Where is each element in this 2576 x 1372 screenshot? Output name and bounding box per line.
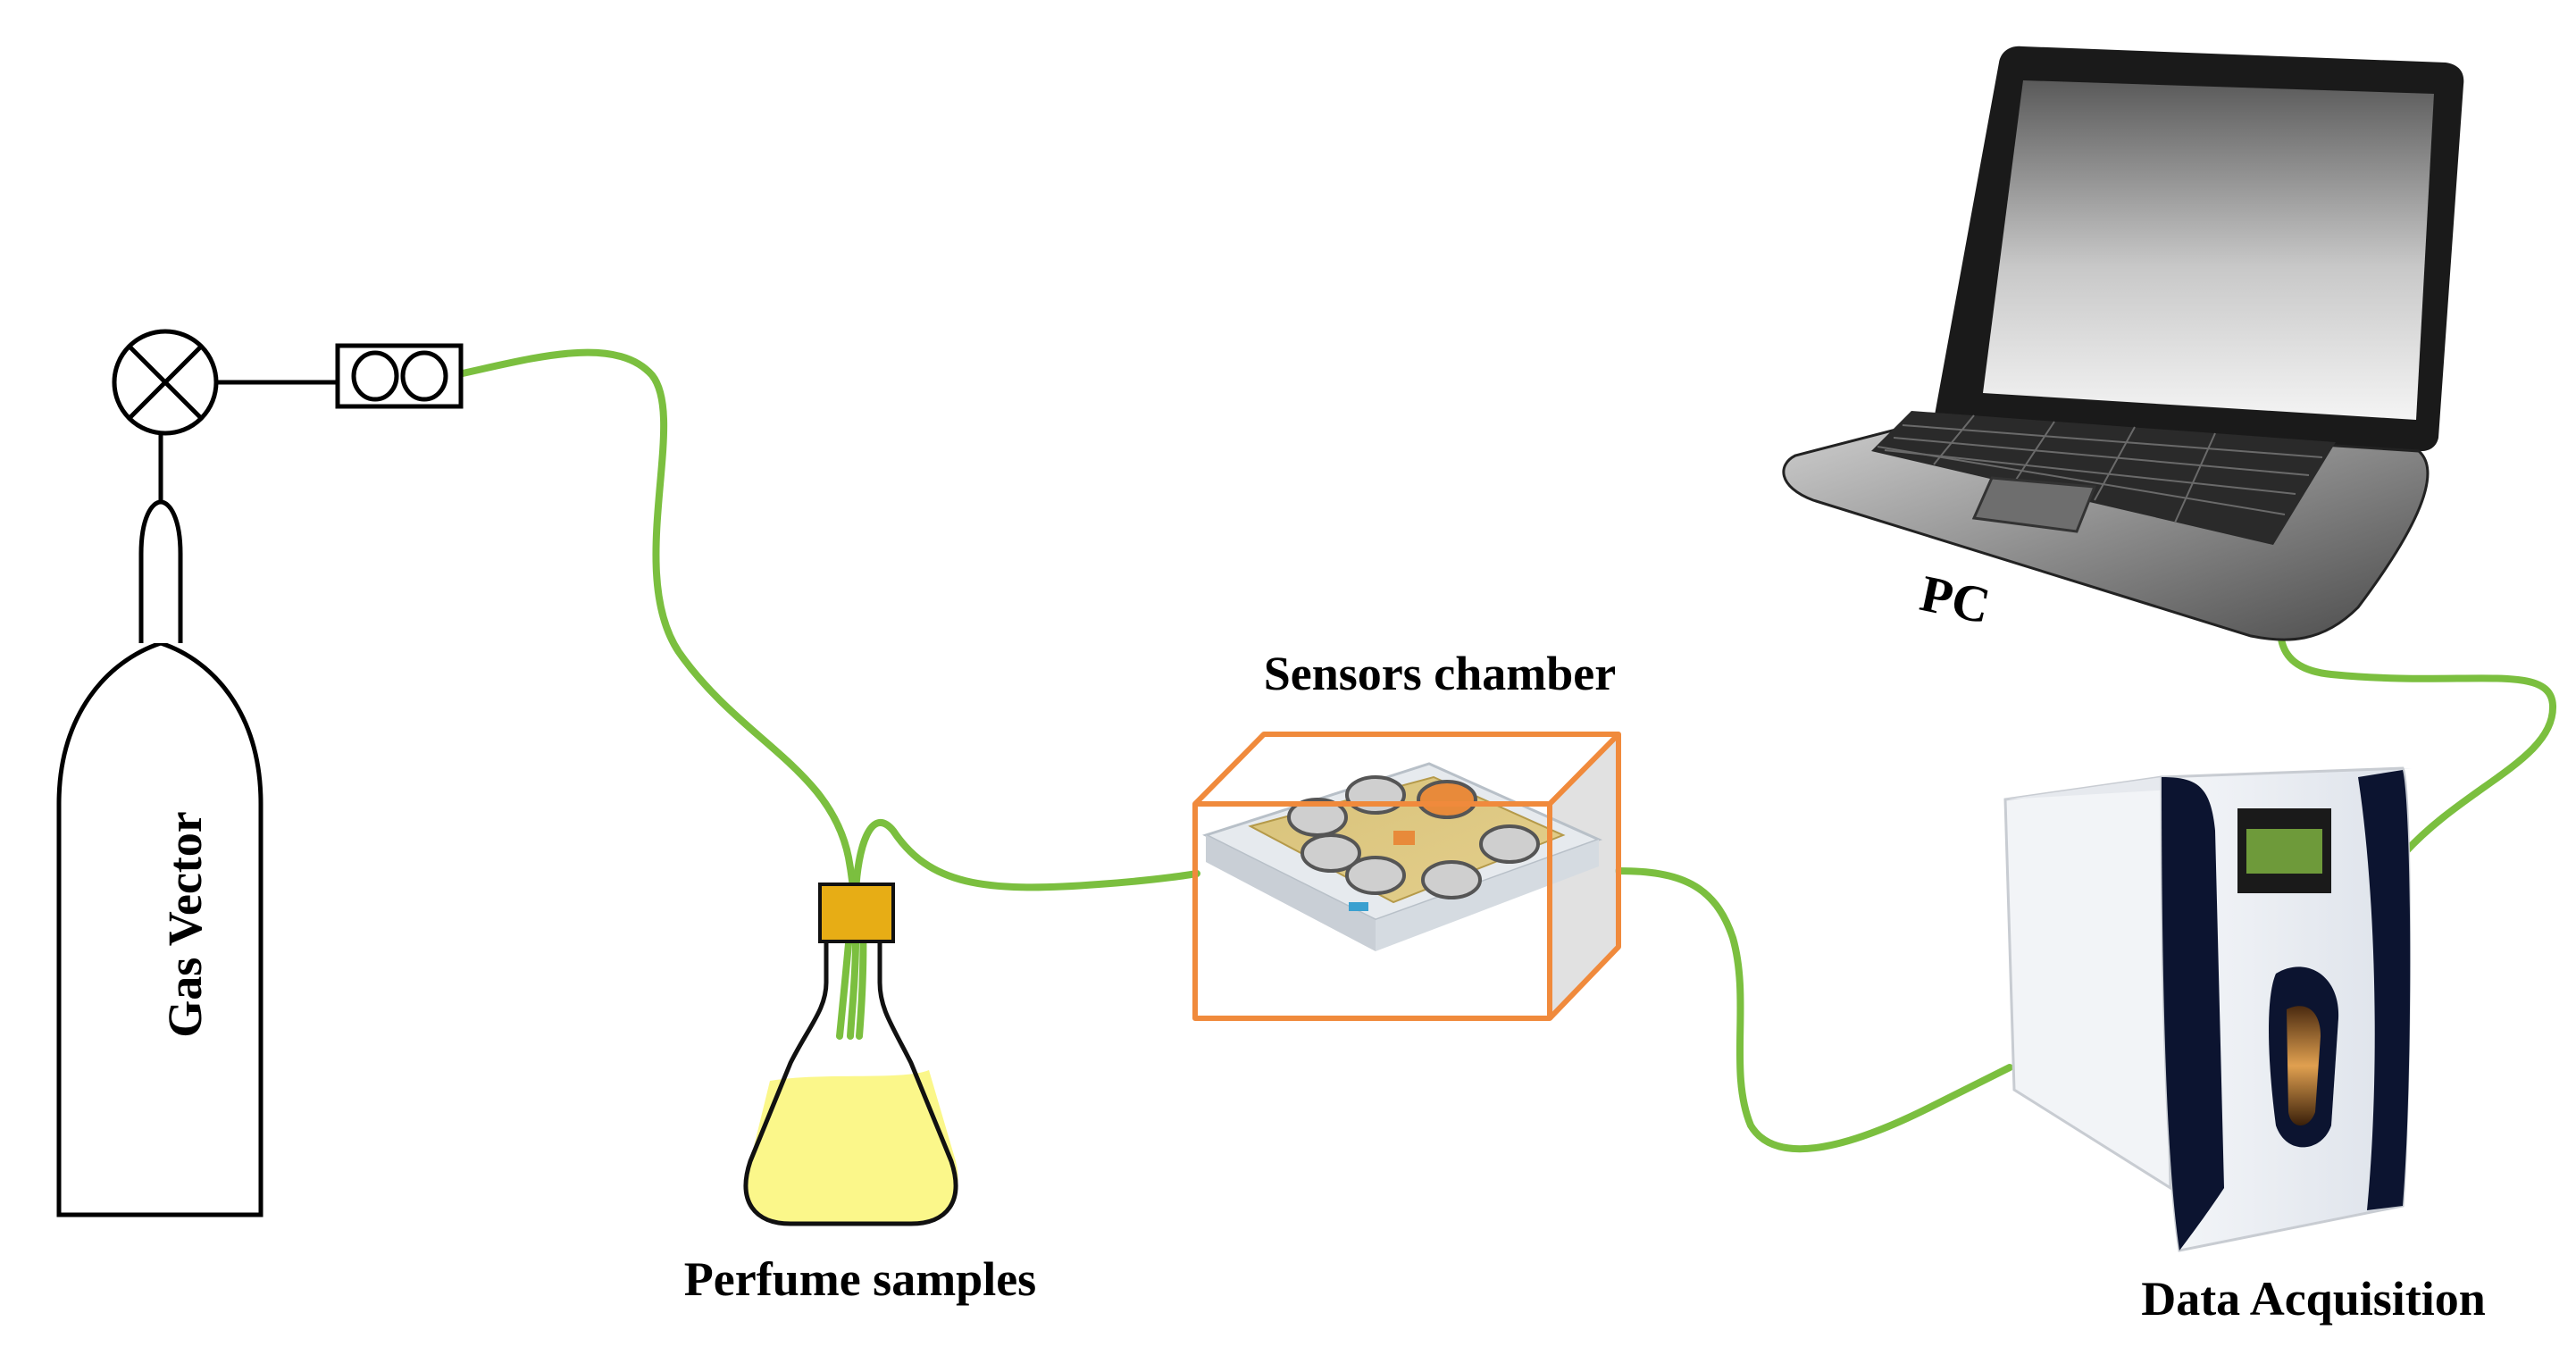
flask-outline bbox=[743, 936, 958, 1226]
label-gas-vector: Gas Vector bbox=[158, 811, 212, 1037]
label-perfume-samples: Perfume samples bbox=[684, 1252, 1036, 1306]
sensor-icon bbox=[1345, 775, 1406, 815]
label-pc: PC bbox=[1915, 564, 1995, 635]
laptop-keys bbox=[1877, 414, 2323, 523]
sensor-icon bbox=[1479, 824, 1540, 864]
laptop-touchpad bbox=[1971, 476, 2097, 533]
flowmeter-icon bbox=[335, 343, 464, 409]
tube-flowmeter-to-flask bbox=[459, 348, 860, 1040]
unit-dark-panel-right bbox=[2358, 770, 2411, 1210]
flask-stopper bbox=[818, 883, 895, 943]
data-acquisition-unit-icon bbox=[2003, 766, 2412, 1252]
label-sensors-chamber: Sensors chamber bbox=[1264, 647, 1616, 700]
valve-icon bbox=[112, 329, 219, 436]
unit-dark-panel bbox=[2162, 777, 2224, 1251]
erlenmeyer-flask-icon bbox=[743, 883, 958, 1226]
chamber-side-face bbox=[1550, 734, 1618, 1018]
laptop-keyboard bbox=[1871, 411, 2336, 545]
gas-cylinder-icon bbox=[56, 420, 263, 1217]
tube-chamber-to-acquisition bbox=[1615, 867, 2013, 1153]
sensors-chamber bbox=[1192, 732, 1621, 1021]
sensor-icon bbox=[1287, 798, 1348, 837]
sensor-icon bbox=[1301, 833, 1361, 873]
label-data-acquisition: Data Acquisition bbox=[2141, 1272, 2486, 1326]
laptop-screen bbox=[1983, 80, 2434, 420]
chamber-outline bbox=[1192, 732, 1621, 1021]
sensor-icon bbox=[1417, 780, 1477, 819]
sensor-icon bbox=[1345, 856, 1406, 895]
laptop-icon bbox=[1782, 46, 2464, 641]
unit-left-side bbox=[2003, 775, 2172, 1191]
sensor-icon bbox=[1421, 860, 1482, 899]
gas-sensor-icons bbox=[1287, 775, 1540, 899]
tube-flask-to-chamber bbox=[852, 819, 1200, 897]
flask-liquid bbox=[747, 1070, 958, 1222]
